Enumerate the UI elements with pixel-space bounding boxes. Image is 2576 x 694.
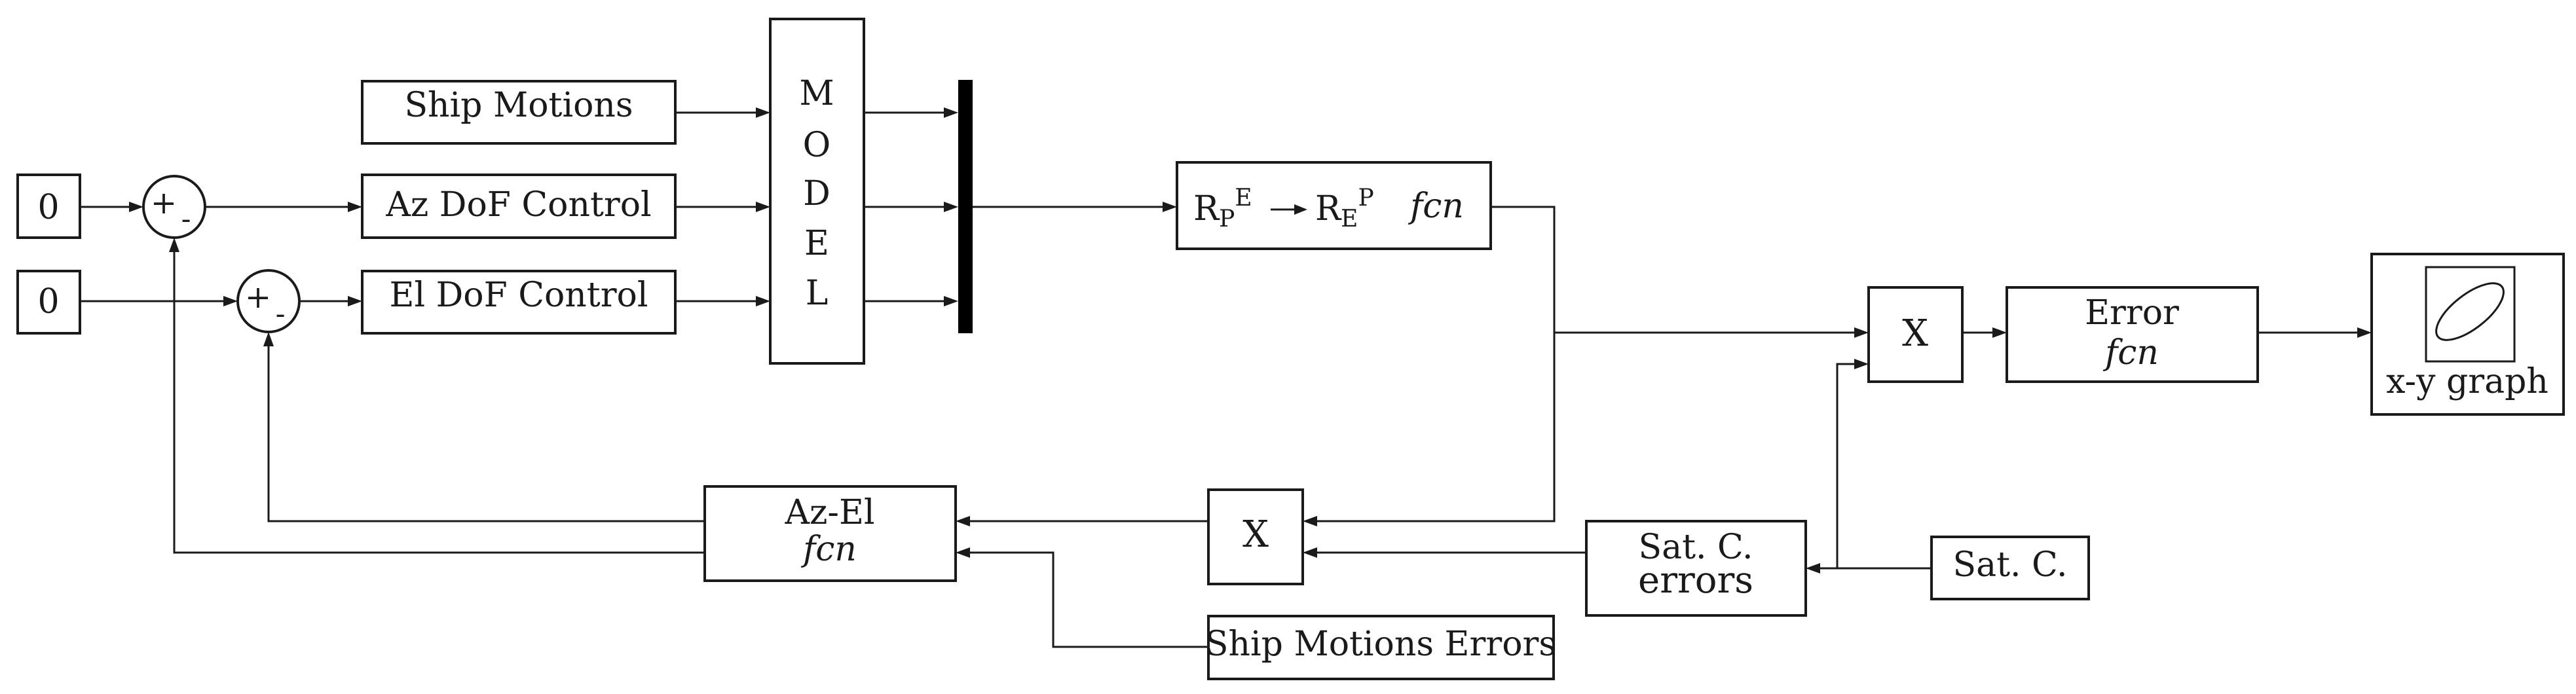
arrow-head xyxy=(348,202,362,212)
model-letter-l: L xyxy=(806,274,829,313)
arrow-head xyxy=(956,516,970,526)
arrow-head xyxy=(223,296,238,306)
sum-el-minus: - xyxy=(276,297,286,331)
const-el-block[interactable]: 0 xyxy=(16,270,81,335)
const-az-label: 0 xyxy=(37,188,59,227)
sat-c-errors-block[interactable]: Sat. C. errors xyxy=(1585,520,1807,617)
sat-c-errors-line1: Sat. C. xyxy=(1638,528,1753,567)
error-fcn-label: fcn xyxy=(2102,333,2159,373)
arrow-head xyxy=(169,238,179,252)
az-el-fcn-label: fcn xyxy=(800,530,857,569)
model-letter-o: O xyxy=(803,126,831,165)
arrow-head xyxy=(2357,327,2372,338)
az-el-title-label: Az-El xyxy=(784,493,874,532)
xy-graph-label: x-y graph xyxy=(2386,362,2548,401)
wire-az-el-to-sum-az xyxy=(173,250,705,554)
arrow-head xyxy=(944,296,958,306)
ship-motions-block[interactable]: Ship Motions xyxy=(361,80,677,145)
arrow-head xyxy=(1806,563,1820,574)
product-bottom-block[interactable]: X xyxy=(1207,488,1304,585)
graph-plot-area xyxy=(2425,266,2516,363)
el-dof-control-block[interactable]: El DoF Control xyxy=(361,270,677,335)
model-letter-e: E xyxy=(804,224,829,263)
arrow-head xyxy=(756,296,770,306)
product-top-label: X xyxy=(1902,312,1928,355)
wire-az-el-to-sum-el xyxy=(267,344,705,522)
arrow-head xyxy=(944,202,958,212)
wire-sat-c-to-product-top xyxy=(1836,363,1856,568)
arrow-head xyxy=(348,296,362,306)
sat-c-label: Sat. C. xyxy=(1952,545,2067,585)
arrow-head xyxy=(1854,359,1869,369)
el-dof-control-label: El DoF Control xyxy=(389,276,648,315)
ship-motions-errors-label: Ship Motions Errors xyxy=(1205,625,1556,664)
model-letter-d: D xyxy=(803,174,831,213)
arrow-head xyxy=(1992,327,2007,338)
wire-transform-to-product-bottom xyxy=(1315,206,1556,522)
arrow-head xyxy=(1163,202,1177,212)
arrow-head xyxy=(756,202,770,212)
az-dof-control-block[interactable]: Az DoF Control xyxy=(361,174,677,239)
error-fcn-block[interactable]: Error fcn xyxy=(2006,286,2259,383)
mux-bar[interactable] xyxy=(958,80,973,333)
az-el-fcn-block[interactable]: Az-El fcn xyxy=(703,485,957,582)
wire-ship-errors-to-az-el xyxy=(968,551,1208,648)
transform-fcn-label: fcn xyxy=(1408,187,1464,226)
transform-fcn-block[interactable]: RPE REP fcn xyxy=(1176,161,1492,250)
arrow-head xyxy=(944,107,958,118)
sat-c-errors-line2: errors xyxy=(1638,559,1753,602)
sum-el-block[interactable]: + - xyxy=(236,269,301,333)
arrow-head xyxy=(1303,547,1317,558)
product-bottom-label: X xyxy=(1242,513,1269,556)
model-block[interactable]: M O D E L xyxy=(769,18,865,365)
arrow-head xyxy=(756,107,770,118)
sat-c-block[interactable]: Sat. C. xyxy=(1930,536,2090,600)
transform-arrow-head xyxy=(1294,204,1307,215)
transform-label-2: REP xyxy=(1315,185,1374,232)
const-el-label: 0 xyxy=(37,282,59,321)
sum-az-block[interactable]: + - xyxy=(142,175,206,239)
arrow-head xyxy=(956,547,970,558)
transform-label: RPE xyxy=(1193,185,1252,232)
ship-motions-label: Ship Motions xyxy=(404,86,633,125)
sum-az-plus: + xyxy=(151,185,177,221)
az-dof-control-label: Az DoF Control xyxy=(385,185,651,225)
sum-az-minus: - xyxy=(181,202,191,236)
ship-motions-errors-block[interactable]: Ship Motions Errors xyxy=(1205,615,1556,680)
arrow-head xyxy=(263,332,274,346)
graph-ellipse-icon xyxy=(2435,282,2505,341)
xy-graph-block[interactable]: x-y graph xyxy=(2370,253,2565,416)
sum-el-plus: + xyxy=(245,279,271,316)
error-title-label: Error xyxy=(2085,293,2179,333)
product-top-block[interactable]: X xyxy=(1867,286,1964,383)
arrow-head xyxy=(129,202,143,212)
const-az-block[interactable]: 0 xyxy=(16,174,81,239)
model-letter-m: M xyxy=(799,74,834,113)
arrow-head xyxy=(1303,516,1317,526)
arrow-head xyxy=(1854,327,1869,338)
